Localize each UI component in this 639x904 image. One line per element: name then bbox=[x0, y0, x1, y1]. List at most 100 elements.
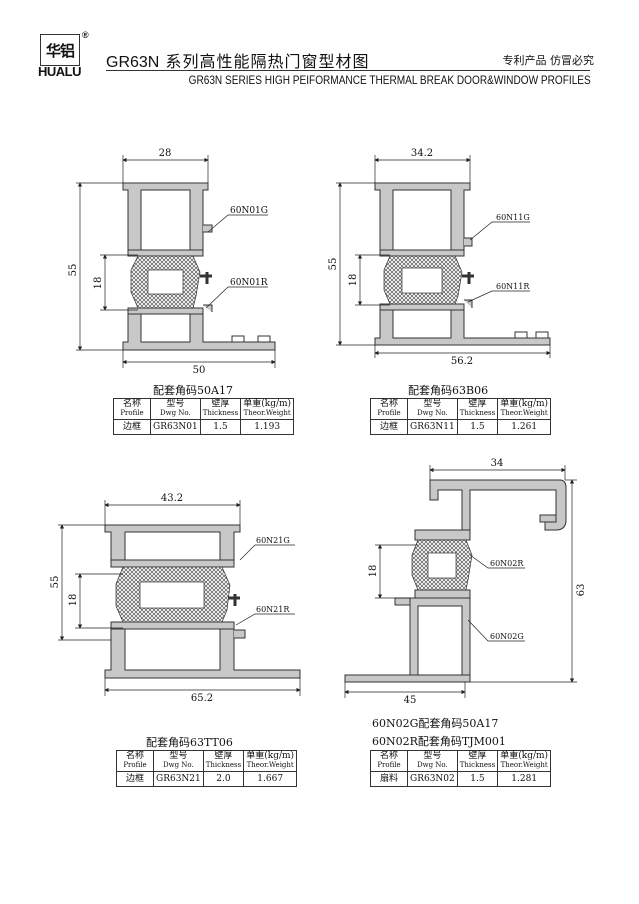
dim-width-bottom: 65.2 bbox=[191, 693, 213, 704]
page-subtitle: GR63N SERIES HIGH PEIFORMANCE THERMAL BR… bbox=[188, 73, 591, 87]
header-cn: 单重(kg/m) bbox=[500, 751, 549, 761]
title-cn: 系列高性能隔热门窗型材图 bbox=[165, 52, 370, 71]
registered-mark: ® bbox=[82, 30, 89, 40]
header-en: Theor.Weight bbox=[500, 409, 548, 417]
header-cn: 名称 bbox=[379, 399, 398, 409]
spec-weight-cell: 1.193 bbox=[240, 419, 295, 435]
header-en: Profile bbox=[377, 761, 401, 769]
header-en: Dwg No. bbox=[162, 761, 194, 769]
spec-weight-cell: 1.667 bbox=[243, 771, 298, 787]
spec-thickness-cell: 1.5 bbox=[456, 771, 499, 787]
title-code: GR63N bbox=[106, 54, 160, 71]
page-title: GR63N 系列高性能隔热门窗型材图 bbox=[106, 48, 369, 72]
corner-cleat-caption: 配套角码63TT06 bbox=[146, 736, 233, 749]
dim-break: 18 bbox=[348, 274, 359, 287]
header-cn: 壁厚 bbox=[468, 751, 487, 761]
part-label: 60N21R bbox=[256, 605, 290, 614]
profile-drawing-1 bbox=[76, 155, 276, 368]
header-en: Theor.Weight bbox=[500, 761, 548, 769]
spec-weight-cell: 1.261 bbox=[497, 419, 552, 435]
header-cn: 型号 bbox=[423, 751, 442, 761]
dim-break: 18 bbox=[368, 565, 379, 578]
part-label: 60N02R bbox=[490, 559, 524, 568]
header-cn: 名称 bbox=[379, 751, 398, 761]
spec-profile-cell: 边框 bbox=[113, 419, 151, 435]
profile-drawing-4 bbox=[344, 465, 577, 698]
spec-dwg-cell: GR63N21 bbox=[153, 771, 204, 787]
part-label: 60N11R bbox=[496, 282, 530, 291]
header-en: Thickness bbox=[459, 761, 496, 769]
dim-break: 18 bbox=[68, 594, 79, 607]
slogan: 专利产品 仿冒必究 bbox=[502, 54, 595, 67]
spec-profile-cell: 扇料 bbox=[370, 771, 408, 787]
profile-drawing-3 bbox=[58, 500, 301, 696]
header-en: Profile bbox=[377, 409, 401, 417]
spec-header-cell: 单重(kg/m)Theor.Weight bbox=[497, 750, 552, 772]
header-en: Profile bbox=[123, 761, 147, 769]
hualu-logo: 华铝 bbox=[40, 34, 80, 66]
dim-width-top: 34 bbox=[491, 458, 504, 469]
dim-width-bottom: 50 bbox=[193, 365, 206, 376]
spec-thickness-cell: 2.0 bbox=[202, 771, 245, 787]
spec-header-cell: 单重(kg/m)Theor.Weight bbox=[240, 398, 295, 420]
dim-width-bottom: 45 bbox=[404, 695, 417, 706]
part-label: 60N21G bbox=[256, 536, 290, 545]
profile-drawing-2 bbox=[336, 155, 551, 358]
header-cn: 型号 bbox=[166, 399, 185, 409]
dim-height: 55 bbox=[68, 264, 79, 277]
spec-weight-cell: 1.281 bbox=[497, 771, 552, 787]
header-cn: 壁厚 bbox=[214, 751, 233, 761]
header-en: Theor.Weight bbox=[246, 761, 294, 769]
header-en: Profile bbox=[120, 409, 144, 417]
header-cn: 名称 bbox=[122, 399, 141, 409]
spec-dwg-cell: GR63N11 bbox=[407, 419, 458, 435]
spec-profile-cell: 边框 bbox=[116, 771, 154, 787]
corner-cleat-caption: 配套角码63B06 bbox=[408, 384, 489, 397]
dim-width-top: 34.2 bbox=[411, 148, 433, 159]
spec-header-cell: 单重(kg/m)Theor.Weight bbox=[497, 398, 552, 420]
dim-width-top: 43.2 bbox=[161, 493, 183, 504]
brand-name: HUALU bbox=[38, 64, 82, 79]
header-cn: 名称 bbox=[125, 751, 144, 761]
dim-break: 18 bbox=[93, 277, 104, 290]
header-divider bbox=[106, 70, 590, 71]
header-en: Dwg No. bbox=[159, 409, 191, 417]
header-cn: 单重(kg/m) bbox=[500, 399, 549, 409]
spec-dwg-cell: GR63N02 bbox=[407, 771, 458, 787]
corner-cleat-caption: 配套角码50A17 bbox=[153, 384, 233, 397]
dim-height: 55 bbox=[328, 258, 339, 271]
header-en: Dwg No. bbox=[416, 409, 448, 417]
part-label: 60N01R bbox=[230, 278, 268, 288]
part-label: 60N01G bbox=[230, 206, 268, 216]
spec-profile-cell: 边框 bbox=[370, 419, 408, 435]
header-cn: 壁厚 bbox=[468, 399, 487, 409]
spec-thickness-cell: 1.5 bbox=[456, 419, 499, 435]
dim-height: 55 bbox=[50, 576, 61, 589]
corner-cleat-caption: 60N02R配套角码TJM001 bbox=[372, 735, 506, 748]
spec-dwg-cell: GR63N01 bbox=[150, 419, 201, 435]
spec-header-cell: 单重(kg/m)Theor.Weight bbox=[243, 750, 298, 772]
corner-cleat-caption: 60N02G配套角码50A17 bbox=[372, 717, 499, 730]
dim-width-bottom: 56.2 bbox=[451, 356, 473, 367]
part-label: 60N02G bbox=[490, 632, 524, 641]
header-en: Thickness bbox=[205, 761, 242, 769]
header-cn: 型号 bbox=[423, 399, 442, 409]
dim-height: 63 bbox=[576, 584, 587, 597]
header-en: Thickness bbox=[202, 409, 239, 417]
header-cn: 型号 bbox=[169, 751, 188, 761]
